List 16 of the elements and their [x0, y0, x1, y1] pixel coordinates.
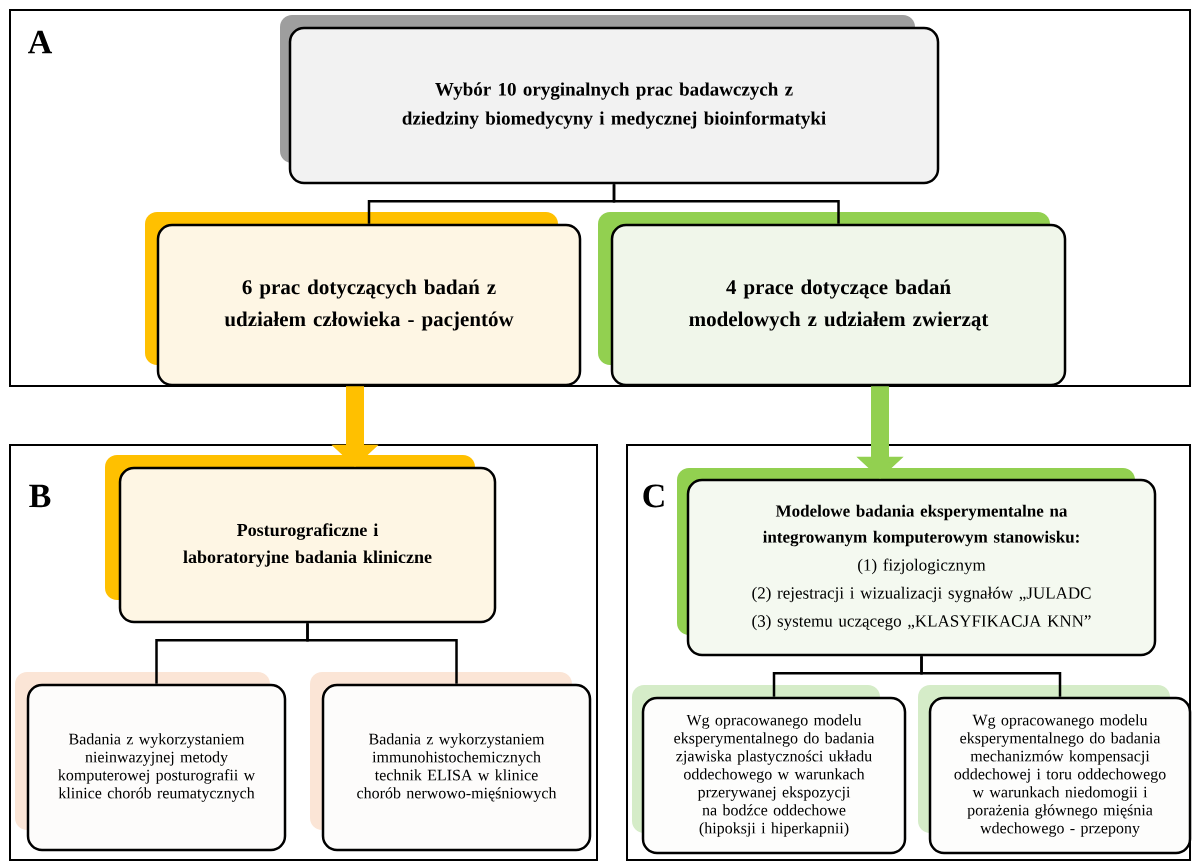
process-box: Posturograficzne i laboratoryjne badania kliniczne: [118, 466, 497, 624]
process-box: Badania z wykorzystaniem immunohistochemicznych technik ELISA w klinice chorób nerwowo-mięśniowych: [321, 683, 592, 852]
node-label: Modelowe badania eksperymentalne na integrowanym komputerowym stanowisku:: [763, 504, 1079, 547]
process-box: Wg opracowanego modelu eksperymentalnego do badania mechanizmów kompensacji oddechowej i toru oddechowego w warunkach niedomogii i porażenia głównego mięśnia wdechowego - przepony: [928, 696, 1192, 855]
process-box: Modelowe badania eksperymentalne na integrowanym komputerowym stanowisku: (1) fizjologicznym (2) rejestracji i wizualizacji sygnałów „JULADC (3) systemu uczącego „KLASYFIKACJA KNN”: [686, 478, 1157, 657]
process-box: Wg opracowanego modelu eksperymentalnego do badania zjawiska plastyczności układu oddechowego w warunkach przerywanej ekspozycji na bodźce oddechowe (hipoksji i hiperkapnii): [641, 696, 907, 855]
process-box: 6 prac dotyczących badań z udziałem człowieka - pacjentów: [156, 223, 582, 387]
node-label: (1) fizjologicznym: [858, 558, 986, 575]
process-box: 4 prace dotyczące badań modelowych z udziałem zwierząt: [610, 223, 1067, 387]
connector-line: [306, 623, 458, 684]
node-label: (2) rejestracji i wizualizacji sygnałów „JULADC: [752, 586, 1091, 603]
process-box: Wybór 10 oryginalnych prac badawczych z dziedziny biomedycyny i medycznej bioinformatyki: [288, 26, 940, 185]
node-label: (3) systemu uczącego „KLASYFIKACJA KNN”: [752, 614, 1091, 631]
process-box: Badania z wykorzystaniem nieinwazyjnej metody komputerowej posturografii w klinice chorób reumatycznych: [26, 683, 287, 852]
connector-line: [612, 184, 840, 224]
connector-line: [920, 656, 1062, 697]
